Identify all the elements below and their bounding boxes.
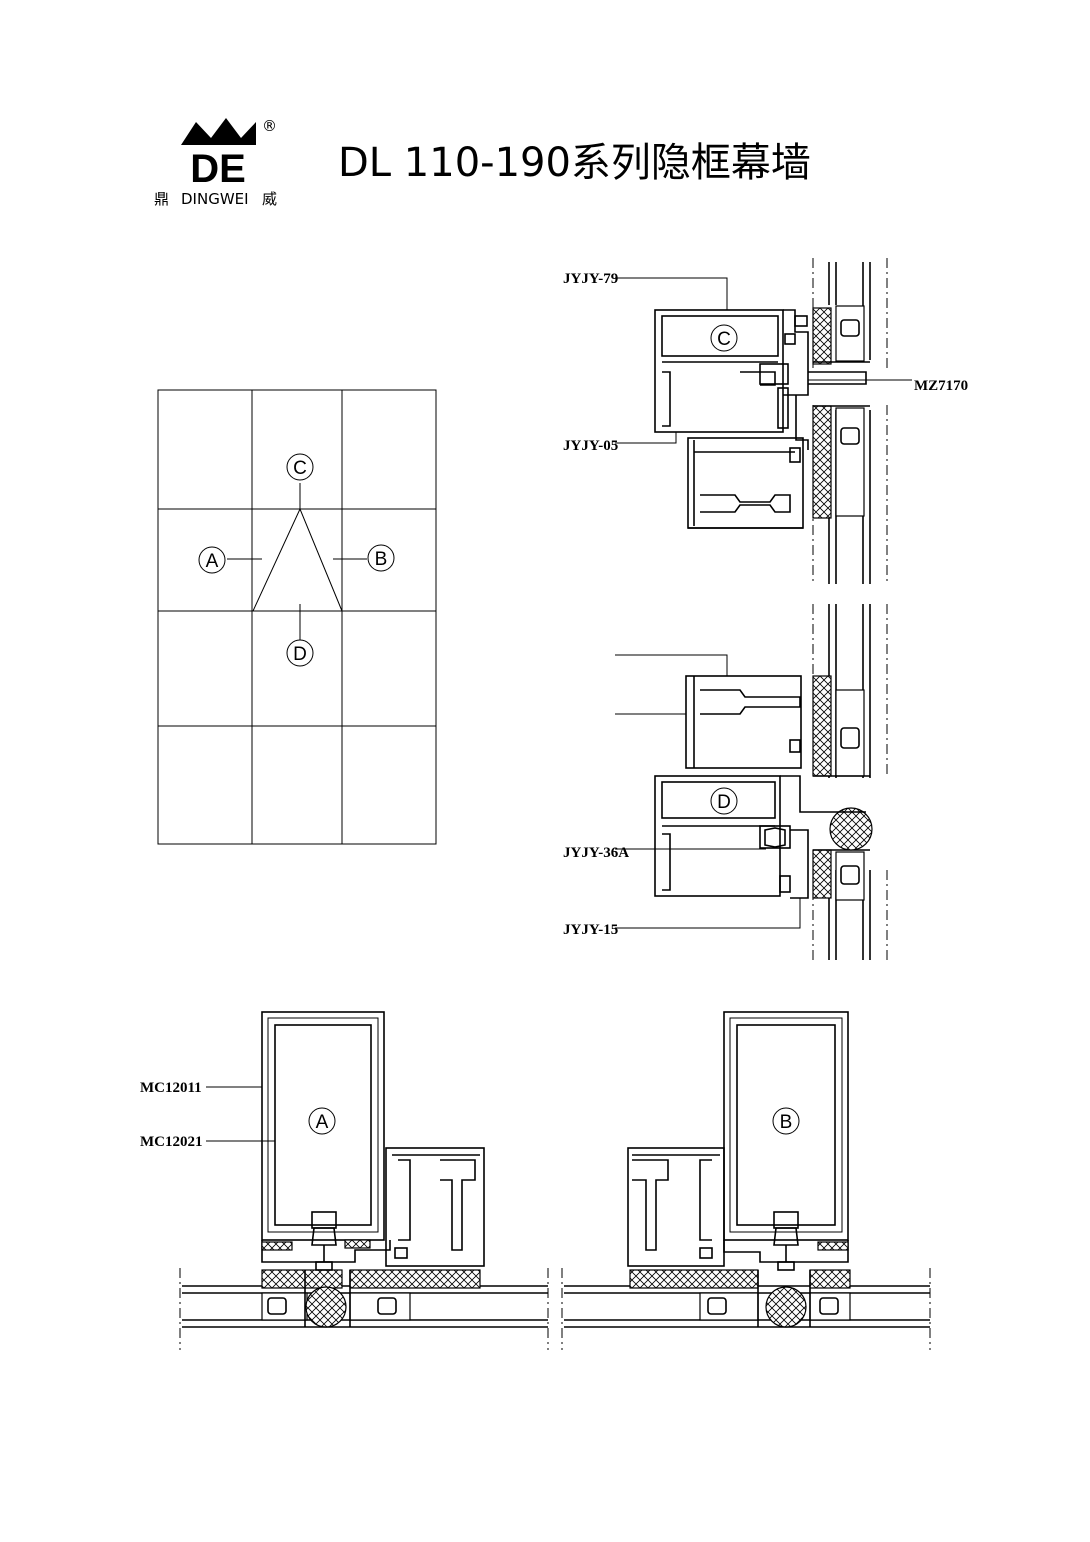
label-jyjy-79: JYJY-79 — [563, 271, 618, 287]
brand-name: DINGWEI — [181, 190, 249, 208]
marker-b-detail: B — [780, 1112, 793, 1133]
section-marker-icon: D — [710, 787, 738, 815]
section-a-detail — [179, 1011, 549, 1350]
section-marker-icon: C — [710, 324, 738, 352]
marker-d: D — [293, 644, 307, 665]
section-marker-icon: C A B D — [198, 453, 395, 667]
marker-c-detail: C — [717, 329, 731, 350]
registered-mark-icon: ® — [262, 117, 277, 135]
brand-char-right: 威 — [262, 190, 277, 208]
label-mc12011: MC12011 — [140, 1080, 202, 1096]
marker-a-detail: A — [316, 1112, 329, 1133]
page-title: DL 110-190系列隐框幕墙 — [338, 140, 811, 186]
label-mc12021: MC12021 — [140, 1134, 203, 1150]
label-jyjy-15: JYJY-15 — [563, 922, 618, 938]
label-jyjy-05: JYJY-05 — [563, 438, 618, 454]
elevation-grid — [157, 389, 437, 845]
marker-c: C — [293, 458, 307, 479]
section-c-detail — [615, 258, 912, 584]
marker-d-detail: D — [717, 792, 731, 813]
marker-a: A — [206, 551, 219, 572]
label-jyjy-36a: JYJY-36A — [563, 845, 629, 861]
section-d-detail — [615, 604, 888, 962]
section-marker-icon: A — [308, 1107, 336, 1135]
brand-char-left: 鼎 — [154, 190, 169, 208]
marker-b: B — [375, 549, 388, 570]
section-marker-icon: B — [772, 1107, 800, 1135]
section-b-detail — [561, 1011, 931, 1350]
logo-text: DE — [190, 147, 246, 191]
label-mz7170: MZ7170 — [914, 378, 968, 394]
company-logo: DE — [181, 118, 256, 191]
